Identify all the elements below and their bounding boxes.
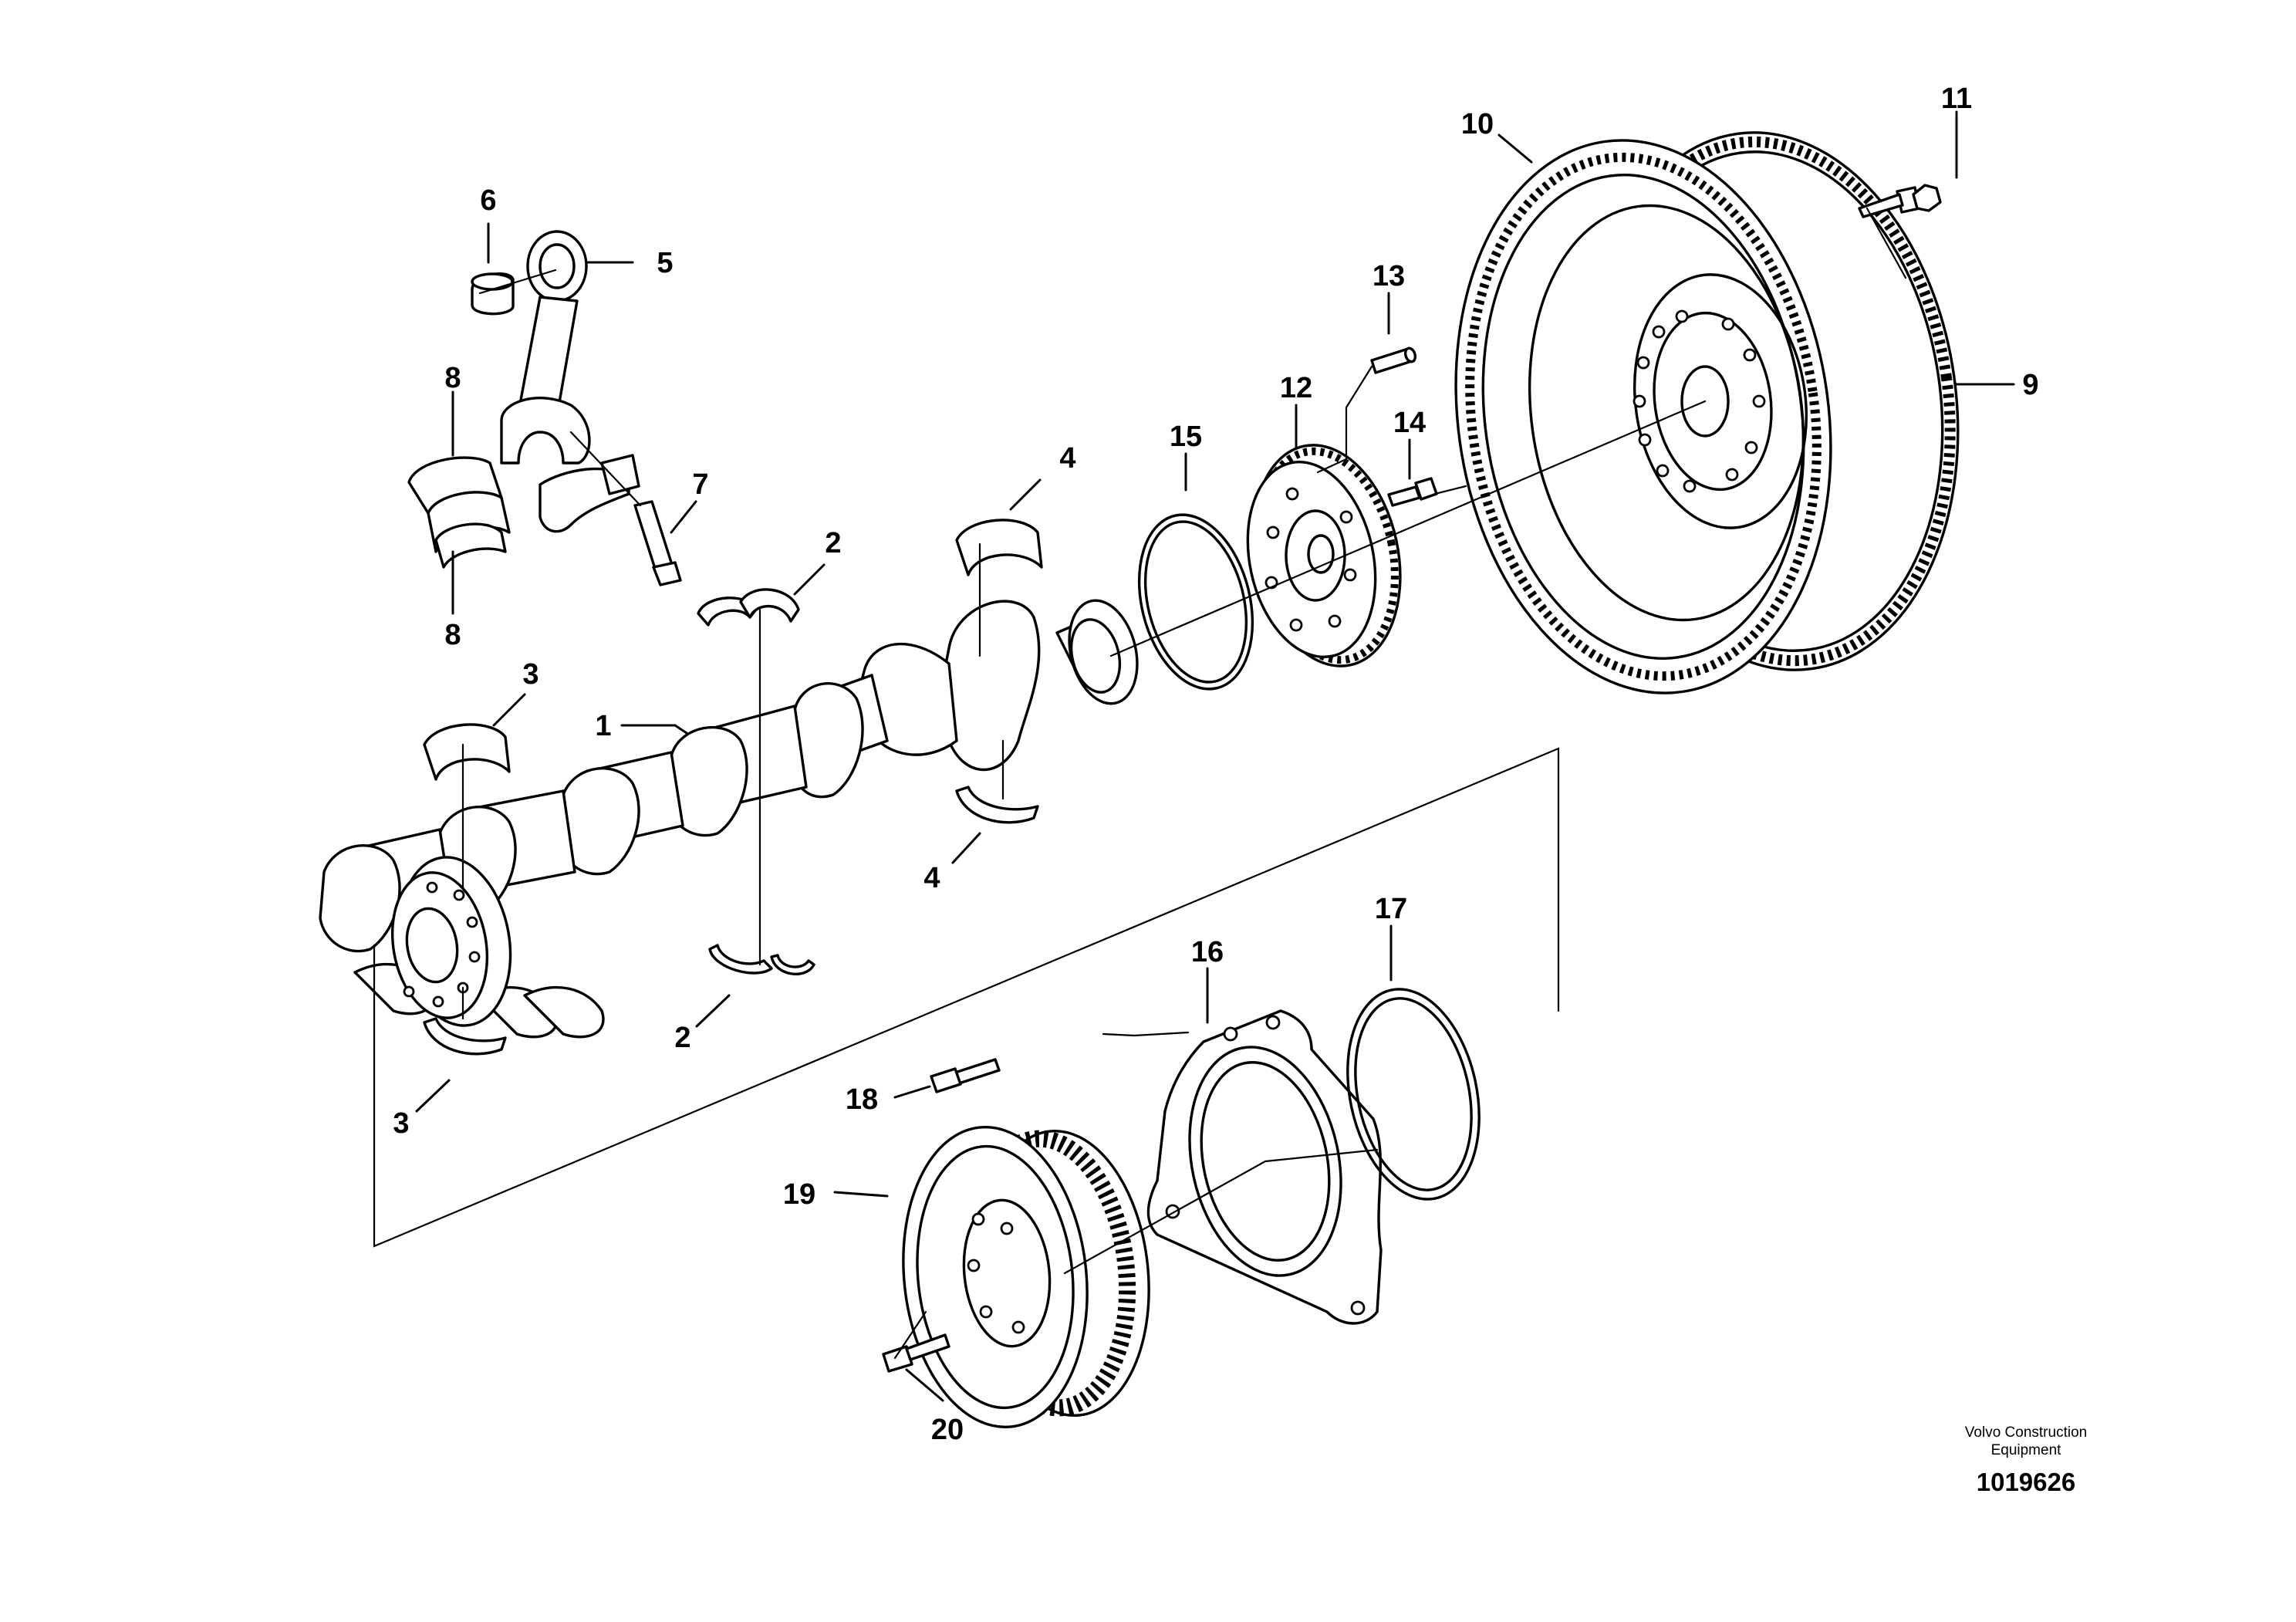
assembly-lines (373, 207, 1907, 1360)
gear-bolt (1387, 477, 1438, 507)
crankshaft (319, 599, 1139, 1039)
callout-4-lower: 4 (923, 862, 940, 894)
callout-4-upper: 4 (1059, 442, 1075, 475)
document-number: 1019626 (1977, 1468, 2075, 1496)
flywheel-bolt (1858, 184, 1942, 218)
callout-11: 11 (1941, 83, 1972, 115)
callout-16: 16 (1191, 936, 1224, 968)
seal-ring (1346, 988, 1481, 1201)
callout-1: 1 (595, 710, 611, 742)
callout-6: 6 (480, 184, 496, 217)
main-bearing-lower-3 (423, 1017, 507, 1056)
main-bearing-upper-4 (955, 519, 1043, 576)
main-bearing-upper-3 (423, 723, 511, 781)
seal-housing (1146, 1009, 1383, 1325)
rod-bearing-shells (407, 456, 511, 569)
callout-8-upper: 8 (444, 362, 461, 394)
main-bearing-lower-4 (955, 786, 1039, 824)
callout-5: 5 (657, 247, 673, 279)
callout-3-lower: 3 (393, 1107, 409, 1140)
callout-12: 12 (1280, 372, 1312, 404)
callout-numbers: 1 2 2 3 3 4 4 5 6 7 8 8 9 10 11 12 13 14… (393, 83, 2038, 1446)
callout-17: 17 (1375, 893, 1407, 925)
callout-2-lower: 2 (674, 1022, 690, 1054)
connecting-rod-cap (539, 454, 640, 533)
callout-13: 13 (1373, 260, 1405, 292)
callout-7: 7 (692, 468, 708, 501)
callout-14: 14 (1393, 407, 1426, 439)
crankshaft-flange-holes (403, 881, 481, 1008)
callout-8-lower: 8 (444, 619, 461, 651)
leader-lines (415, 110, 2015, 1402)
thrust-washers-lower (708, 944, 815, 976)
callout-2-upper: 2 (825, 527, 841, 559)
timing-gear (1246, 444, 1402, 667)
dowel-pin (1370, 346, 1417, 374)
o-ring-large (1137, 513, 1254, 691)
brand-line-1: Volvo Construction (1965, 1424, 2087, 1441)
callout-18: 18 (846, 1083, 878, 1116)
branding: Volvo Construction Equipment 1019626 (1965, 1424, 2087, 1496)
callout-9: 9 (2022, 369, 2038, 401)
callout-20: 20 (931, 1414, 964, 1446)
small-end-bushing (471, 272, 515, 316)
callout-19: 19 (783, 1178, 815, 1211)
connecting-rod (500, 230, 591, 465)
thrust-washers-upper (697, 588, 800, 627)
pulley-bolt-long (882, 1333, 950, 1373)
brand-line-2: Equipment (1991, 1442, 2062, 1458)
pulley-bolt-short (930, 1058, 1001, 1093)
flywheel (1454, 131, 1960, 694)
callout-3-upper: 3 (522, 658, 539, 691)
callout-15: 15 (1170, 421, 1202, 453)
rod-bolt (633, 500, 682, 586)
callout-10: 10 (1461, 108, 1494, 140)
flywheel-bolt-holes (1633, 309, 1766, 493)
gear-holes (1264, 487, 1357, 632)
